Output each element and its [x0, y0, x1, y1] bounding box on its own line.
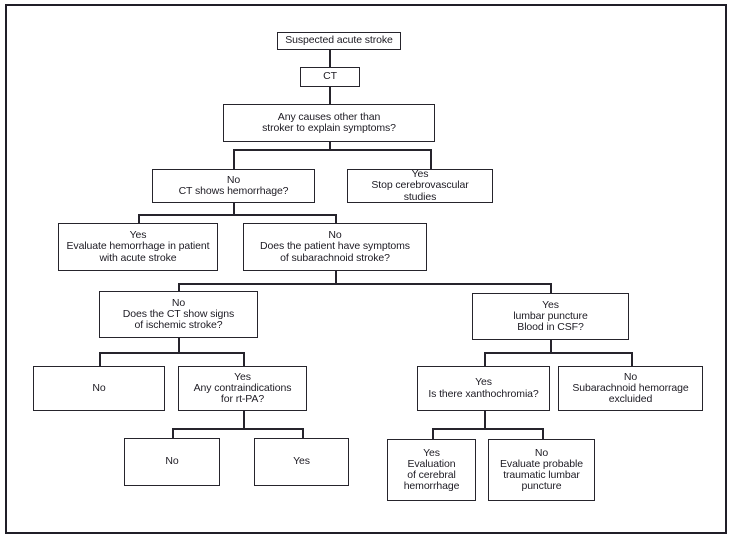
- connector-line: [484, 352, 486, 366]
- connector-line: [178, 338, 180, 353]
- connector-line: [430, 149, 432, 169]
- node-no-ischemic: No: [33, 366, 165, 411]
- connector-line: [172, 428, 174, 438]
- node-stop-cerebrovascular-studies: Yes Stop cerebrovascular studies: [347, 169, 493, 203]
- node-no-contraindications: No: [124, 438, 220, 486]
- node-ct-shows-hemorrhage: No CT shows hemorrhage?: [152, 169, 315, 203]
- connector-line: [99, 352, 243, 354]
- node-sah-excluded: No Subarachnoid hemorrage excluided: [558, 366, 703, 411]
- connector-line: [542, 428, 544, 439]
- node-lumbar-puncture: Yes lumbar puncture Blood in CSF?: [472, 293, 629, 340]
- connector-line: [550, 340, 552, 353]
- node-other-causes: Any causes other than stroker to explain…: [223, 104, 435, 142]
- connector-line: [178, 283, 551, 285]
- connector-line: [484, 352, 632, 354]
- node-cerebral-hemorrhage: Yes Evaluation of cerebral hemorrhage: [387, 439, 476, 501]
- connector-line: [172, 428, 303, 430]
- connector-line: [138, 214, 336, 216]
- node-contraindications-rtpa: Yes Any contraindications for rt-PA?: [178, 366, 307, 411]
- connector-line: [432, 428, 543, 430]
- connector-line: [233, 149, 235, 169]
- connector-line: [484, 411, 486, 429]
- node-suspected-acute-stroke: Suspected acute stroke: [277, 32, 401, 50]
- connector-line: [243, 352, 245, 366]
- connector-line: [335, 214, 337, 223]
- node-ischemic-signs: No Does the CT show signs of ischemic st…: [99, 291, 258, 338]
- connector-line: [432, 428, 434, 439]
- connector-line: [329, 87, 331, 104]
- figure-border: [5, 4, 727, 534]
- connector-line: [550, 283, 552, 293]
- node-subarachnoid-symptoms: No Does the patient have symptoms of sub…: [243, 223, 427, 271]
- connector-line: [329, 142, 331, 150]
- connector-line: [233, 149, 431, 151]
- node-yes-contraindications: Yes: [254, 438, 349, 486]
- node-traumatic-puncture: No Evaluate probable traumatic lumbar pu…: [488, 439, 595, 501]
- connector-line: [138, 214, 140, 223]
- connector-line: [233, 203, 235, 215]
- connector-line: [178, 283, 180, 291]
- connector-line: [631, 352, 633, 366]
- connector-line: [243, 411, 245, 429]
- connector-line: [335, 271, 337, 284]
- connector-line: [99, 352, 101, 366]
- node-evaluate-hemorrhage: Yes Evaluate hemorrhage in patient with …: [58, 223, 218, 271]
- node-xanthochromia: Yes Is there xanthochromia?: [417, 366, 550, 411]
- node-ct: CT: [300, 67, 360, 87]
- connector-line: [302, 428, 304, 438]
- connector-line: [329, 50, 331, 67]
